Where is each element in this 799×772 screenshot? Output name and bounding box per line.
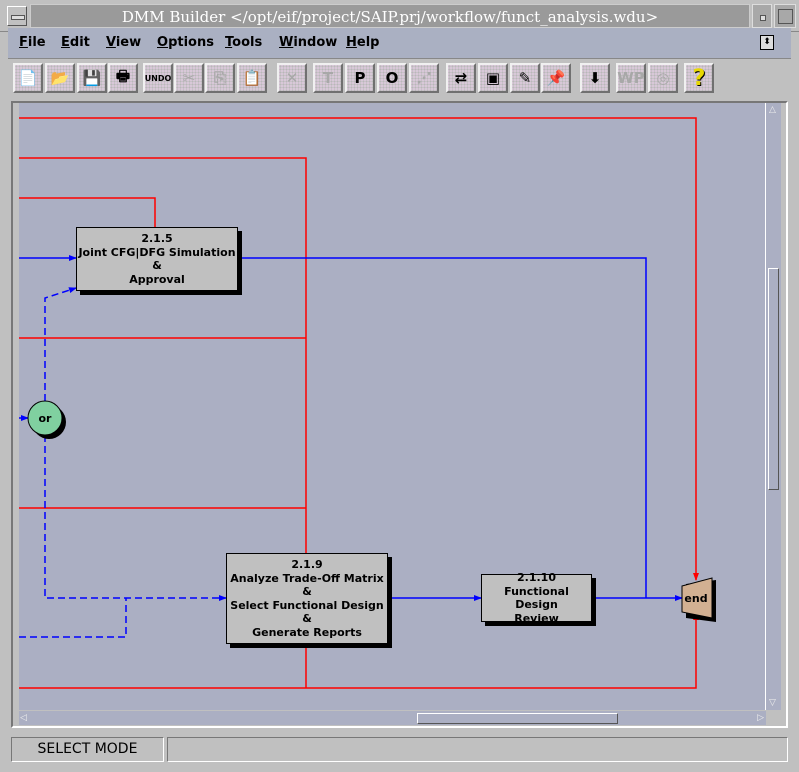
process-node-2-1-10[interactable]: 2.1.10 Functional Design Review (481, 571, 592, 625)
delete-icon: ✕ (285, 69, 299, 87)
alt-flow-line[interactable] (44, 435, 227, 601)
print-icon: 🖶 (115, 66, 131, 85)
alt-flow-line[interactable] (44, 287, 77, 401)
control-line[interactable] (19, 157, 307, 553)
node-id: 2.1.5 (141, 232, 173, 245)
wp-tool-button[interactable]: WP (616, 63, 646, 93)
toolbar: 📄 📂 💾 🖶 UNDO ✂ ⎘ 📋 ✕ T P O ⋰ ⇄ ▣ ✎ 📌 ⬇ WP ◎? (8, 59, 791, 98)
paste-icon: 📋 (242, 69, 262, 87)
open-folder-button[interactable]: 📂 (45, 63, 75, 93)
node-label: Functional Design (504, 584, 569, 612)
import-tool-button[interactable]: ⬇ (580, 63, 610, 93)
menu-bar: File Edit View Options Tools Window Help… (8, 28, 791, 59)
scroll-up-icon[interactable]: △ (769, 105, 776, 115)
copy-icon: ⎘ (213, 69, 226, 87)
control-line[interactable] (19, 117, 699, 581)
horizontal-scrollbar[interactable]: ◁ ▷ (19, 711, 766, 725)
maximize-button[interactable] (774, 4, 796, 28)
menu-tools[interactable]: Tools (225, 35, 263, 50)
window-title: DMM Builder </opt/eif/project/SAIP.prj/w… (30, 4, 750, 28)
text-tool-button[interactable]: T (313, 63, 343, 93)
node-label: Select Functional Design (230, 598, 384, 612)
node-label: Review (514, 611, 559, 625)
or-label: or (39, 412, 53, 425)
save-icon: 💾 (82, 69, 102, 87)
process-tool-icon: P (354, 69, 366, 87)
scroll-right-icon[interactable]: ▷ (757, 713, 764, 723)
menu-edit[interactable]: Edit (61, 35, 90, 50)
node-id: 2.1.10 (517, 571, 556, 584)
minimize-button[interactable] (752, 4, 772, 28)
node-label: & (302, 612, 312, 625)
save-button[interactable]: 💾 (77, 63, 107, 93)
menu-spin-icon[interactable]: ⬍ (760, 35, 774, 50)
menu-options[interactable]: Options (157, 35, 214, 50)
flow-tool-button[interactable]: ⇄ (446, 63, 476, 93)
or-tool-icon: O (385, 69, 399, 87)
pin-tool-icon: 📌 (546, 69, 566, 87)
open-folder-icon: 📂 (50, 69, 70, 87)
wp-tool-icon: WP (617, 69, 645, 87)
or-tool-button[interactable]: O (377, 63, 407, 93)
node-label: & (302, 585, 312, 598)
node-id: 2.1.9 (291, 558, 323, 571)
process-node-2-1-5[interactable]: 2.1.5 Joint CFG|DFG Simulation & Approva… (76, 227, 238, 291)
or-node[interactable] (27, 400, 63, 436)
alt-flow-line[interactable] (19, 598, 127, 638)
new-document-button[interactable]: 📄 (13, 63, 43, 93)
menu-help[interactable]: Help (346, 35, 380, 50)
cut-icon: ✂ (182, 69, 196, 87)
pin-tool-button[interactable]: 📌 (541, 63, 571, 93)
process-node-2-1-9[interactable]: 2.1.9 Analyze Trade-Off Matrix & Select … (226, 553, 388, 644)
connector-tool-icon: ⋰ (416, 69, 432, 87)
menu-view[interactable]: View (106, 35, 142, 50)
end-node[interactable] (681, 577, 713, 619)
workflow-canvas[interactable] (19, 103, 766, 710)
node-label: Joint CFG|DFG Simulation (78, 245, 236, 259)
scroll-left-icon[interactable]: ◁ (20, 713, 27, 723)
menu-window[interactable]: Window (279, 35, 338, 50)
horizontal-scroll-thumb[interactable] (417, 713, 618, 724)
vertical-scroll-thumb[interactable] (768, 268, 779, 490)
help-button[interactable]: ? (684, 63, 714, 93)
zoom-tool-button[interactable]: ◎ (648, 63, 678, 93)
window-menu-button[interactable] (7, 6, 27, 26)
mode-indicator: SELECT MODE (11, 737, 164, 762)
node-label: Generate Reports (252, 625, 362, 639)
node-label: Approval (129, 272, 185, 286)
flow-tool-icon: ⇄ (454, 69, 468, 87)
status-message (167, 737, 788, 762)
process-tool-button[interactable]: P (345, 63, 375, 93)
paste-button[interactable]: 📋 (237, 63, 267, 93)
cut-button[interactable]: ✂ (174, 63, 204, 93)
connector-tool-button[interactable]: ⋰ (409, 63, 439, 93)
control-line[interactable] (19, 197, 156, 227)
import-tool-icon: ⬇ (588, 69, 602, 87)
node-label: & (152, 259, 162, 272)
delete-button[interactable]: ✕ (277, 63, 307, 93)
zoom-tool-icon: ◎ (656, 69, 670, 87)
vertical-scrollbar[interactable]: △ ▽ (766, 103, 781, 710)
layout-tool-button[interactable]: ▣ (478, 63, 508, 93)
menu-file[interactable]: File (19, 35, 46, 50)
copy-button[interactable]: ⎘ (205, 63, 235, 93)
undo-icon: UNDO (144, 73, 172, 83)
new-document-icon: 📄 (18, 69, 38, 87)
properties-tool-button[interactable]: ✎ (510, 63, 540, 93)
help-icon: ? (692, 65, 706, 91)
text-tool-icon: T (322, 69, 334, 87)
scroll-down-icon[interactable]: ▽ (769, 698, 776, 708)
title-bar: DMM Builder </opt/eif/project/SAIP.prj/w… (0, 0, 799, 32)
flow-line[interactable] (238, 257, 647, 598)
node-label: Analyze Trade-Off Matrix (230, 571, 384, 585)
undo-button[interactable]: UNDO (143, 63, 173, 93)
end-label: end (684, 592, 707, 605)
properties-tool-icon: ✎ (518, 69, 532, 87)
print-button[interactable]: 🖶 (108, 63, 138, 93)
layout-tool-icon: ▣ (485, 69, 501, 87)
control-line[interactable] (19, 612, 699, 689)
